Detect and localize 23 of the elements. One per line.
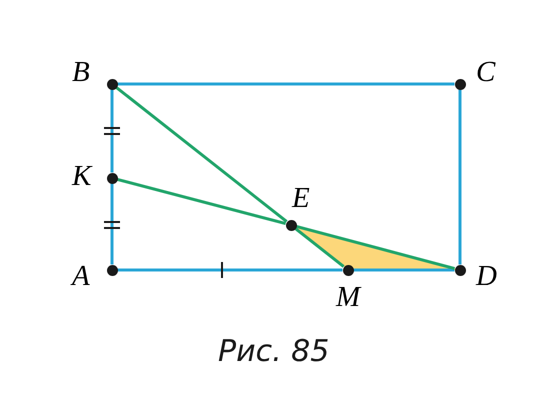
point-label: E [292, 184, 310, 213]
line-segment [294, 227, 345, 268]
point-dot [106, 172, 118, 184]
point-dot [454, 264, 466, 276]
point-label: C [476, 58, 496, 87]
point-label: D [476, 262, 497, 291]
point-label: B [72, 58, 90, 87]
point-dot [106, 264, 118, 276]
point-dot [106, 78, 118, 90]
line-segment [118, 268, 342, 272]
line-segment [354, 268, 454, 272]
point-label: K [72, 162, 92, 191]
point-label: A [72, 262, 90, 291]
point-dot [454, 78, 466, 90]
line-segment [110, 90, 114, 172]
figure-caption: Рис. 85 [218, 337, 330, 367]
line-segment [115, 86, 288, 223]
line-segment [110, 184, 114, 264]
line-segment [116, 178, 286, 226]
point-dot [286, 220, 296, 230]
line-segment [118, 82, 454, 86]
point-label: M [336, 283, 360, 312]
line-segment [458, 90, 462, 264]
